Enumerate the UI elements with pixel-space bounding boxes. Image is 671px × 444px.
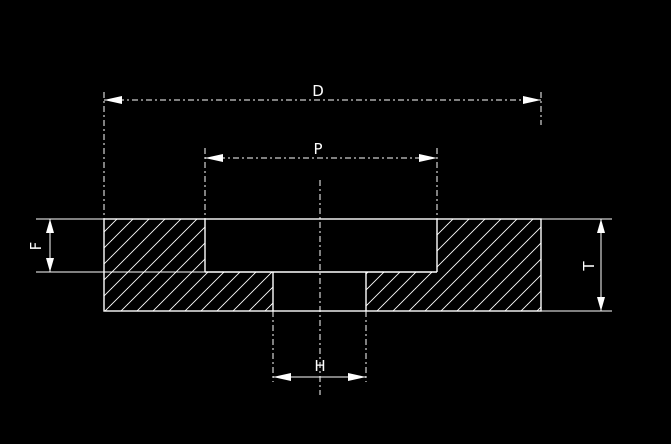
dim-t-arrow-bottom <box>597 297 605 311</box>
part-outline <box>103 218 542 312</box>
dim-t-label: T <box>580 261 598 272</box>
dim-p-label: P <box>313 140 322 158</box>
dimension-h: H <box>273 357 366 381</box>
dim-p-arrow-left <box>205 154 223 162</box>
dim-f-label: F <box>27 242 45 251</box>
dim-t-arrow-top <box>597 219 605 233</box>
hatch-left-region <box>104 219 273 311</box>
dim-h-arrow-left <box>273 373 291 381</box>
dim-d-arrow-left <box>104 96 122 104</box>
hatched-section <box>104 219 541 311</box>
extension-lines <box>36 92 612 382</box>
dimension-d: D <box>104 82 541 104</box>
dim-f-arrow-bottom <box>46 258 54 272</box>
dim-f-arrow-top <box>46 219 54 233</box>
outer-body-outline <box>103 218 542 312</box>
dim-h-arrow-right <box>348 373 366 381</box>
dim-p-arrow-right <box>419 154 437 162</box>
dim-d-label: D <box>312 82 324 100</box>
dimension-f: F <box>27 219 54 272</box>
hatch-right-region <box>366 219 541 311</box>
dimension-p: P <box>205 140 437 162</box>
dim-h-label: H <box>314 357 325 375</box>
dimension-t: T <box>580 219 605 311</box>
dim-d-arrow-right <box>523 96 541 104</box>
